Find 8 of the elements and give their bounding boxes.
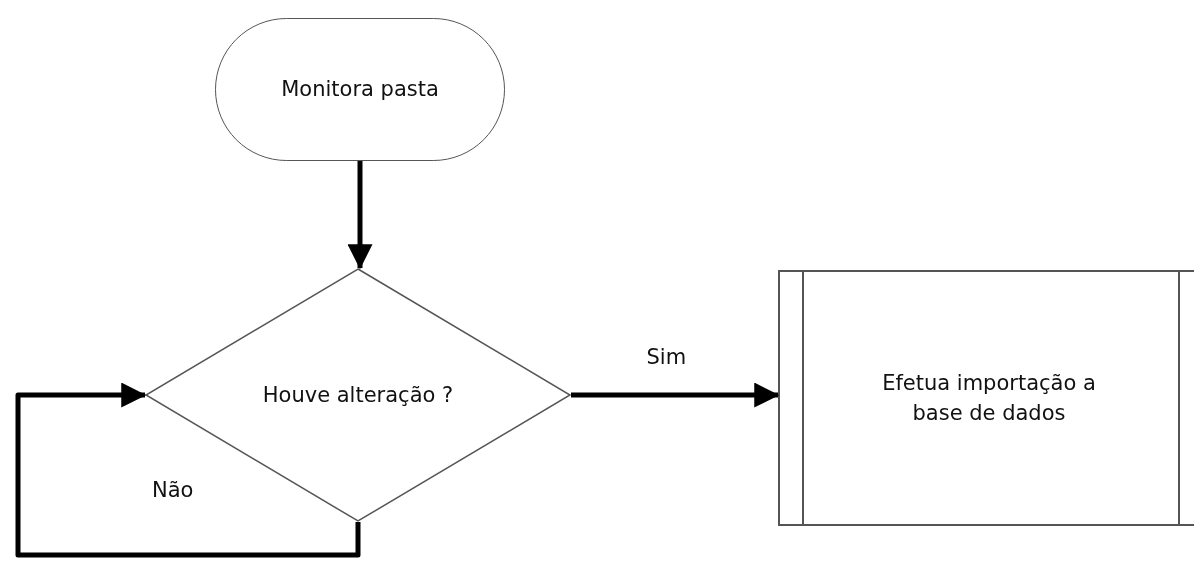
decision-diamond [145,268,571,522]
subprocess-box [778,270,1194,526]
arrow [571,382,780,408]
arrow [15,382,361,558]
arrow [347,161,373,270]
node-text: Monitora pasta [281,76,439,104]
node-text: Houve alteração ? [262,381,454,409]
node-text: Efetua importação a base de dados [881,369,1097,427]
